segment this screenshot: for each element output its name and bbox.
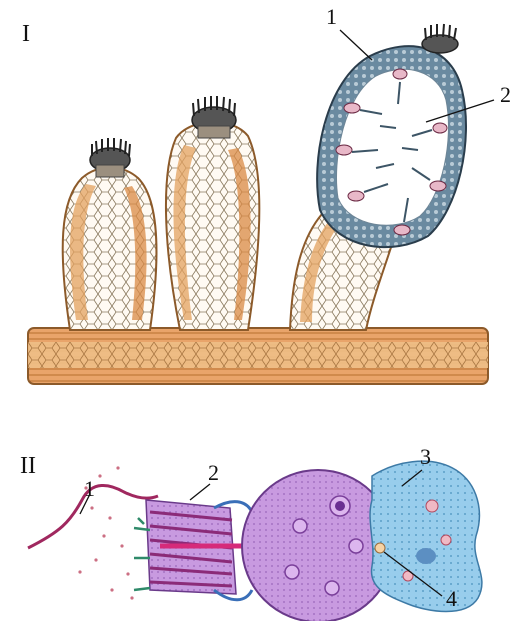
panel-II-callout-3: 3 — [420, 446, 431, 468]
panel-II-callout-1: 1 — [84, 478, 95, 500]
panel-II-roman: II — [20, 454, 36, 478]
cnidocyte-cluster — [134, 500, 252, 600]
prey-cell — [370, 461, 482, 611]
panel-I-callout-2: 2 — [500, 84, 511, 106]
polyp-2 — [166, 122, 259, 330]
pore — [375, 543, 385, 553]
gonangium — [317, 24, 466, 247]
target-cell — [242, 470, 394, 621]
panel-I-roman: I — [22, 22, 30, 46]
panel-II-callout-2: 2 — [208, 462, 219, 484]
panel-II-callout-4: 4 — [446, 588, 457, 610]
tentacle-crown-1 — [90, 138, 130, 177]
polyp-1 — [63, 168, 157, 331]
stolon — [28, 328, 488, 384]
tentacle-crown-2 — [192, 96, 236, 138]
panel-I-callout-1: 1 — [326, 6, 337, 28]
